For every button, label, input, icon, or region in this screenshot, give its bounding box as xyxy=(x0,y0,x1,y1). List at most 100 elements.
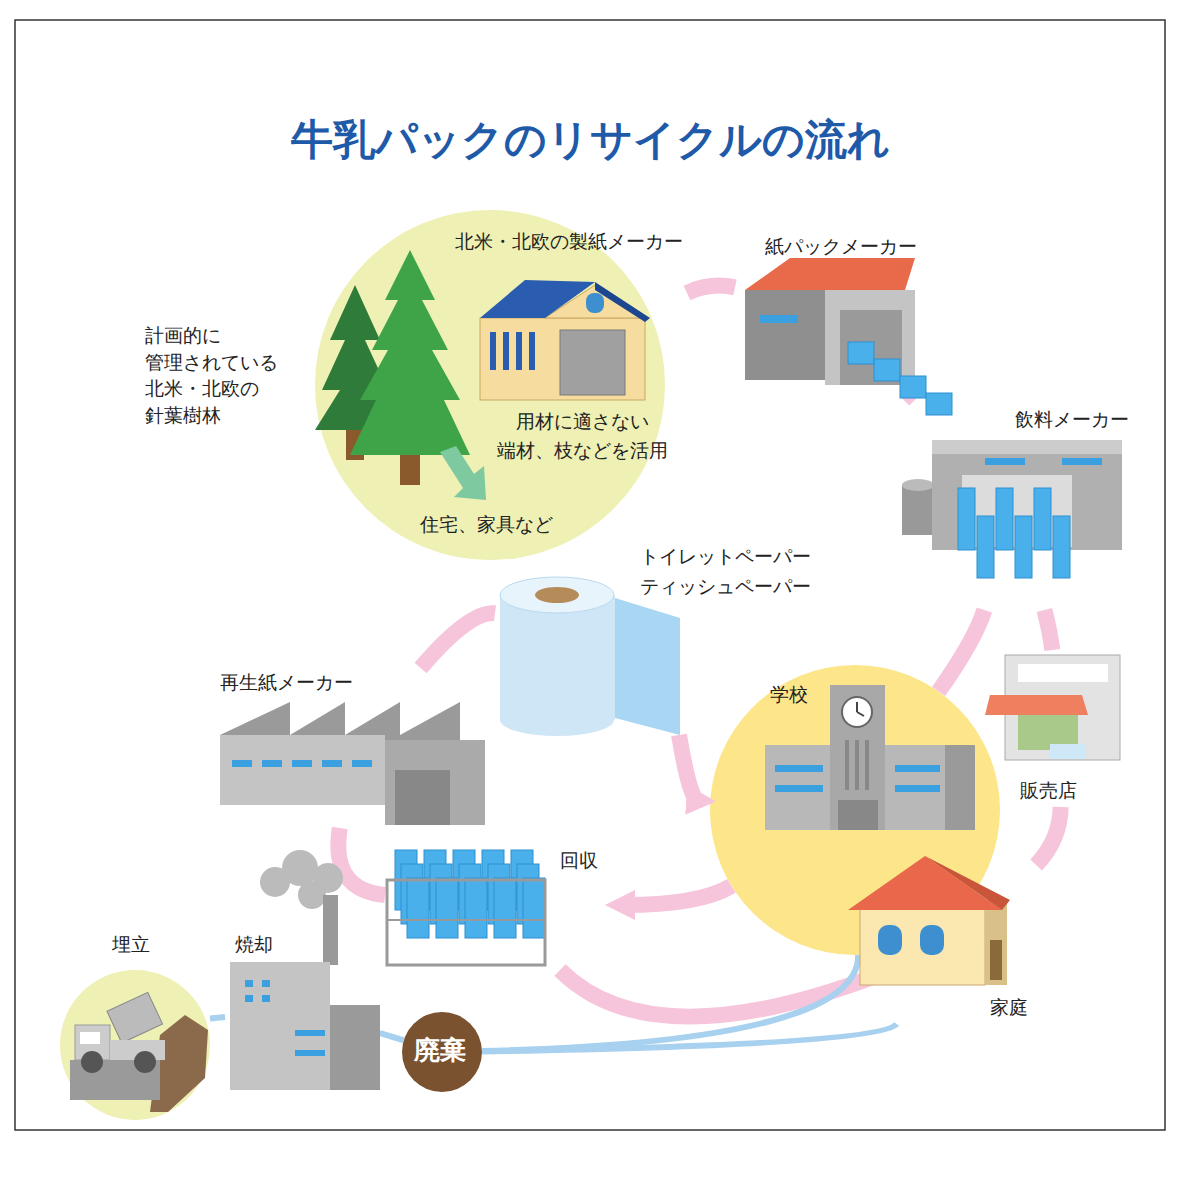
illustration-part xyxy=(902,485,934,535)
illustration-part xyxy=(407,878,429,938)
illustration-part xyxy=(440,446,486,500)
node-label: 家庭 xyxy=(990,993,1028,1022)
illustration-part xyxy=(350,250,470,455)
illustration-part xyxy=(900,376,926,398)
diagram-title: 牛乳パックのリサイクルの流れ xyxy=(0,112,1181,168)
illustration-part xyxy=(220,702,460,740)
circle-node: 学校 xyxy=(710,665,1000,955)
illustration-part xyxy=(295,1030,325,1036)
illustration-part xyxy=(535,587,579,603)
illustration-part xyxy=(232,760,252,767)
illustration-part xyxy=(560,330,625,395)
node-label: 用材に適さない 端材、枝などを活用 xyxy=(487,407,677,464)
illustration-part xyxy=(895,785,940,792)
picture-node: 回収 xyxy=(385,840,605,970)
illustration-part xyxy=(874,359,900,381)
flow-band xyxy=(1044,610,1052,650)
flow-band xyxy=(1036,807,1061,865)
illustration-part xyxy=(490,332,496,370)
flow-band xyxy=(687,286,735,293)
illustration-part xyxy=(60,970,210,1120)
illustration-part xyxy=(15,20,1165,1130)
illustration-part xyxy=(842,697,872,727)
illustration-part xyxy=(494,878,516,938)
illustration-part xyxy=(1062,458,1102,465)
illustration-part xyxy=(134,1051,156,1073)
illustration-part xyxy=(990,940,1002,980)
illustration-part xyxy=(878,925,902,955)
illustration-part xyxy=(400,455,420,485)
node-label: 紙パックメーカー xyxy=(765,232,917,261)
picture-node: 焼却 xyxy=(225,930,385,1090)
illustration-part xyxy=(902,479,934,491)
illustration-part xyxy=(323,895,338,965)
node-label: 学校 xyxy=(770,680,808,709)
flow-band xyxy=(421,613,495,668)
illustration-part xyxy=(500,595,615,720)
illustration-part xyxy=(262,995,270,1002)
flow-band xyxy=(338,828,385,895)
illustration-part xyxy=(315,210,665,560)
waste-line xyxy=(482,1024,897,1051)
flow-band xyxy=(939,610,985,692)
illustration-part xyxy=(220,735,385,805)
waste-line xyxy=(210,1017,225,1018)
illustration-part xyxy=(865,740,869,790)
illustration-part xyxy=(523,878,545,938)
illustration-part xyxy=(775,785,823,792)
note-label: 計画的に 管理されている 北米・北欧の 針葉樹林 xyxy=(145,322,295,428)
illustration-part xyxy=(1018,664,1108,682)
illustration-part xyxy=(745,290,825,380)
illustration-part xyxy=(920,925,944,955)
illustration-part xyxy=(436,878,458,938)
illustration-part xyxy=(1053,516,1070,578)
illustration-part xyxy=(230,962,330,1090)
illustration-part xyxy=(925,856,1010,910)
illustration-part xyxy=(322,760,342,767)
illustration-part xyxy=(262,980,270,987)
node-label: 回収 xyxy=(560,846,598,875)
illustration-part xyxy=(958,488,1070,578)
illustration-part xyxy=(958,488,975,550)
illustration-part xyxy=(856,702,858,712)
illustration-part xyxy=(760,315,798,323)
illustration-part xyxy=(529,332,535,370)
flow-band xyxy=(623,886,731,905)
illustration-part xyxy=(395,850,545,938)
node-label: 住宅、家具など xyxy=(420,510,553,539)
illustration-part xyxy=(977,516,994,578)
illustration-part xyxy=(298,881,326,909)
illustration-part xyxy=(857,712,864,716)
illustration-part xyxy=(848,342,874,364)
illustration-part xyxy=(295,1050,325,1056)
illustration-part xyxy=(848,342,952,415)
node-label: 北米・北欧の製紙メーカー xyxy=(455,227,683,256)
node-label: 廃棄 xyxy=(402,1032,478,1068)
illustration-part xyxy=(745,258,915,290)
picture-node: 北米・北欧の製紙メーカー用材に適さない 端材、枝などを活用住宅、家具など xyxy=(300,205,687,565)
illustration-part xyxy=(855,740,859,790)
illustration-part xyxy=(825,290,915,385)
illustration-part xyxy=(387,919,545,921)
circle-node: 廃棄 xyxy=(402,1012,482,1092)
illustration-part xyxy=(996,488,1013,550)
node-label: 再生紙メーカー xyxy=(220,668,353,697)
illustration-part xyxy=(516,332,522,370)
illustration-part xyxy=(500,704,614,736)
illustration-part xyxy=(503,332,509,370)
picture-node: 飲料メーカー xyxy=(900,400,1135,610)
illustration-part xyxy=(245,980,253,987)
illustration-part xyxy=(895,765,940,772)
illustration-part xyxy=(480,318,645,400)
illustration-part xyxy=(232,760,372,767)
illustration-part xyxy=(480,280,595,318)
illustration-part xyxy=(282,850,318,886)
illustration-part xyxy=(245,995,253,1002)
node-label: 飲料メーカー xyxy=(1015,405,1129,434)
illustration-part xyxy=(845,740,849,790)
picture-node: 紙パックメーカー xyxy=(735,225,925,390)
illustration-part xyxy=(81,1051,103,1073)
illustration-part xyxy=(945,745,975,830)
illustration-part xyxy=(292,760,312,767)
waste-line xyxy=(382,1034,404,1041)
